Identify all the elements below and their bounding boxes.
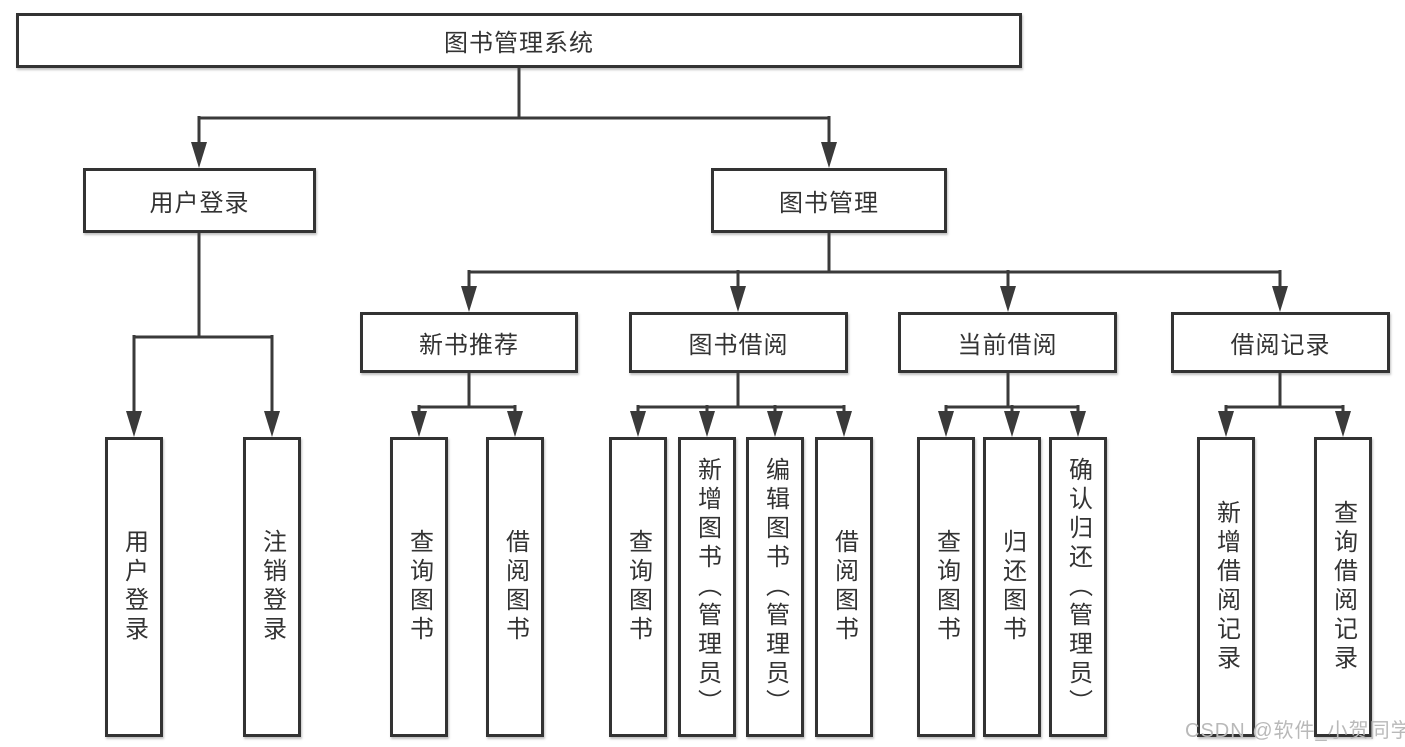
node-confirm-return-admin: 确认归还（管理员） xyxy=(1049,437,1107,737)
node-label: 借阅图书 xyxy=(501,529,529,645)
node-label: 图书管理系统 xyxy=(444,30,594,57)
node-borrowing-records: 借阅记录 xyxy=(1171,312,1390,373)
node-logout: 注销登录 xyxy=(243,437,301,737)
node-user-login: 用户登录 xyxy=(83,168,316,233)
node-add-borrow-record: 新增借阅记录 xyxy=(1197,437,1255,737)
node-label: 查询借阅记录 xyxy=(1329,500,1357,674)
node-add-books-admin: 新增图书（管理员） xyxy=(678,437,736,737)
node-return-books: 归还图书 xyxy=(983,437,1041,737)
node-label: 编辑图书（管理员） xyxy=(761,456,789,718)
node-label: 归还图书 xyxy=(998,529,1026,645)
node-borrow-books-recommend: 借阅图书 xyxy=(486,437,544,737)
node-edit-books-admin: 编辑图书（管理员） xyxy=(746,437,804,737)
node-label: 注销登录 xyxy=(258,529,286,645)
node-label: 用户登录 xyxy=(120,529,148,645)
node-label: 新增借阅记录 xyxy=(1212,500,1240,674)
node-current-borrowing: 当前借阅 xyxy=(898,312,1117,373)
node-label: 用户登录 xyxy=(149,190,250,217)
node-label: 借阅记录 xyxy=(1230,332,1331,359)
node-label: 新增图书（管理员） xyxy=(693,456,721,718)
node-query-borrow-record: 查询借阅记录 xyxy=(1314,437,1372,737)
node-label: 查询图书 xyxy=(624,529,652,645)
arrowheads xyxy=(126,142,1351,437)
node-book-management: 图书管理 xyxy=(711,168,947,233)
node-query-books-current: 查询图书 xyxy=(917,437,975,737)
node-label: 图书借阅 xyxy=(688,332,789,359)
node-book-management-system: 图书管理系统 xyxy=(16,13,1022,68)
node-label: 图书管理 xyxy=(779,190,879,217)
node-book-borrowing: 图书借阅 xyxy=(629,312,848,373)
node-label: 查询图书 xyxy=(932,529,960,645)
node-user-login-leaf: 用户登录 xyxy=(105,437,163,737)
node-label: 确认归还（管理员） xyxy=(1064,456,1092,718)
node-query-books-recommend: 查询图书 xyxy=(390,437,448,737)
node-label: 查询图书 xyxy=(405,529,433,645)
node-new-book-recommend: 新书推荐 xyxy=(360,312,578,373)
node-query-books-borrow: 查询图书 xyxy=(609,437,667,737)
csdn-watermark: CSDN @软件_小贺同学 xyxy=(1185,720,1405,742)
node-label: 当前借阅 xyxy=(957,332,1058,359)
node-borrow-books: 借阅图书 xyxy=(815,437,873,737)
node-label: 新书推荐 xyxy=(419,332,519,359)
node-label: 借阅图书 xyxy=(830,529,858,645)
